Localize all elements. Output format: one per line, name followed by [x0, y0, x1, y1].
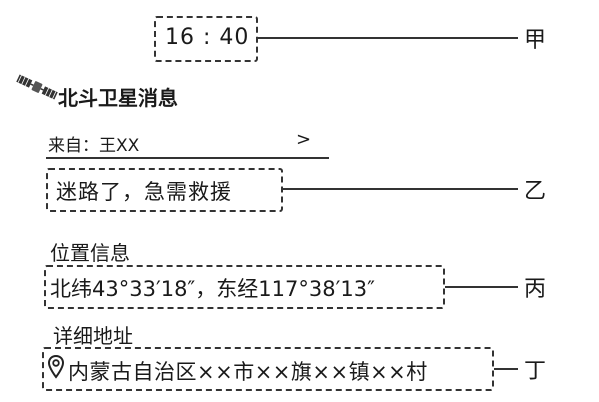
location-label: 位置信息	[50, 241, 130, 265]
callout-line-coordinates	[445, 286, 518, 288]
app-title: 北斗卫星消息	[58, 86, 178, 110]
time-box	[154, 16, 258, 62]
sender-line[interactable]: 来自：王XX	[48, 136, 140, 156]
chevron-right-icon[interactable]: >	[296, 129, 312, 150]
callout-line-time	[258, 37, 518, 39]
coordinates: 北纬43°33′18″，东经117°38′13″	[50, 277, 375, 301]
address-label: 详细地址	[53, 324, 133, 348]
coordinates-box	[44, 265, 445, 309]
satellite-icon	[14, 72, 60, 102]
address: 内蒙古自治区××市××旗××镇××村	[68, 360, 428, 384]
callout-label-address: 丁	[524, 359, 547, 384]
callout-line-content	[283, 188, 518, 190]
callout-label-time: 甲	[524, 28, 547, 53]
location-pin-icon	[47, 354, 65, 380]
message-content: 迷路了，急需救援	[56, 180, 232, 204]
callout-line-address	[494, 368, 518, 370]
callout-label-content: 乙	[524, 179, 547, 204]
sender-divider	[46, 157, 329, 159]
content-box	[46, 168, 283, 212]
address-box	[42, 347, 494, 391]
message-time: 16 : 40	[165, 25, 250, 50]
callout-label-coordinates: 丙	[524, 277, 547, 302]
